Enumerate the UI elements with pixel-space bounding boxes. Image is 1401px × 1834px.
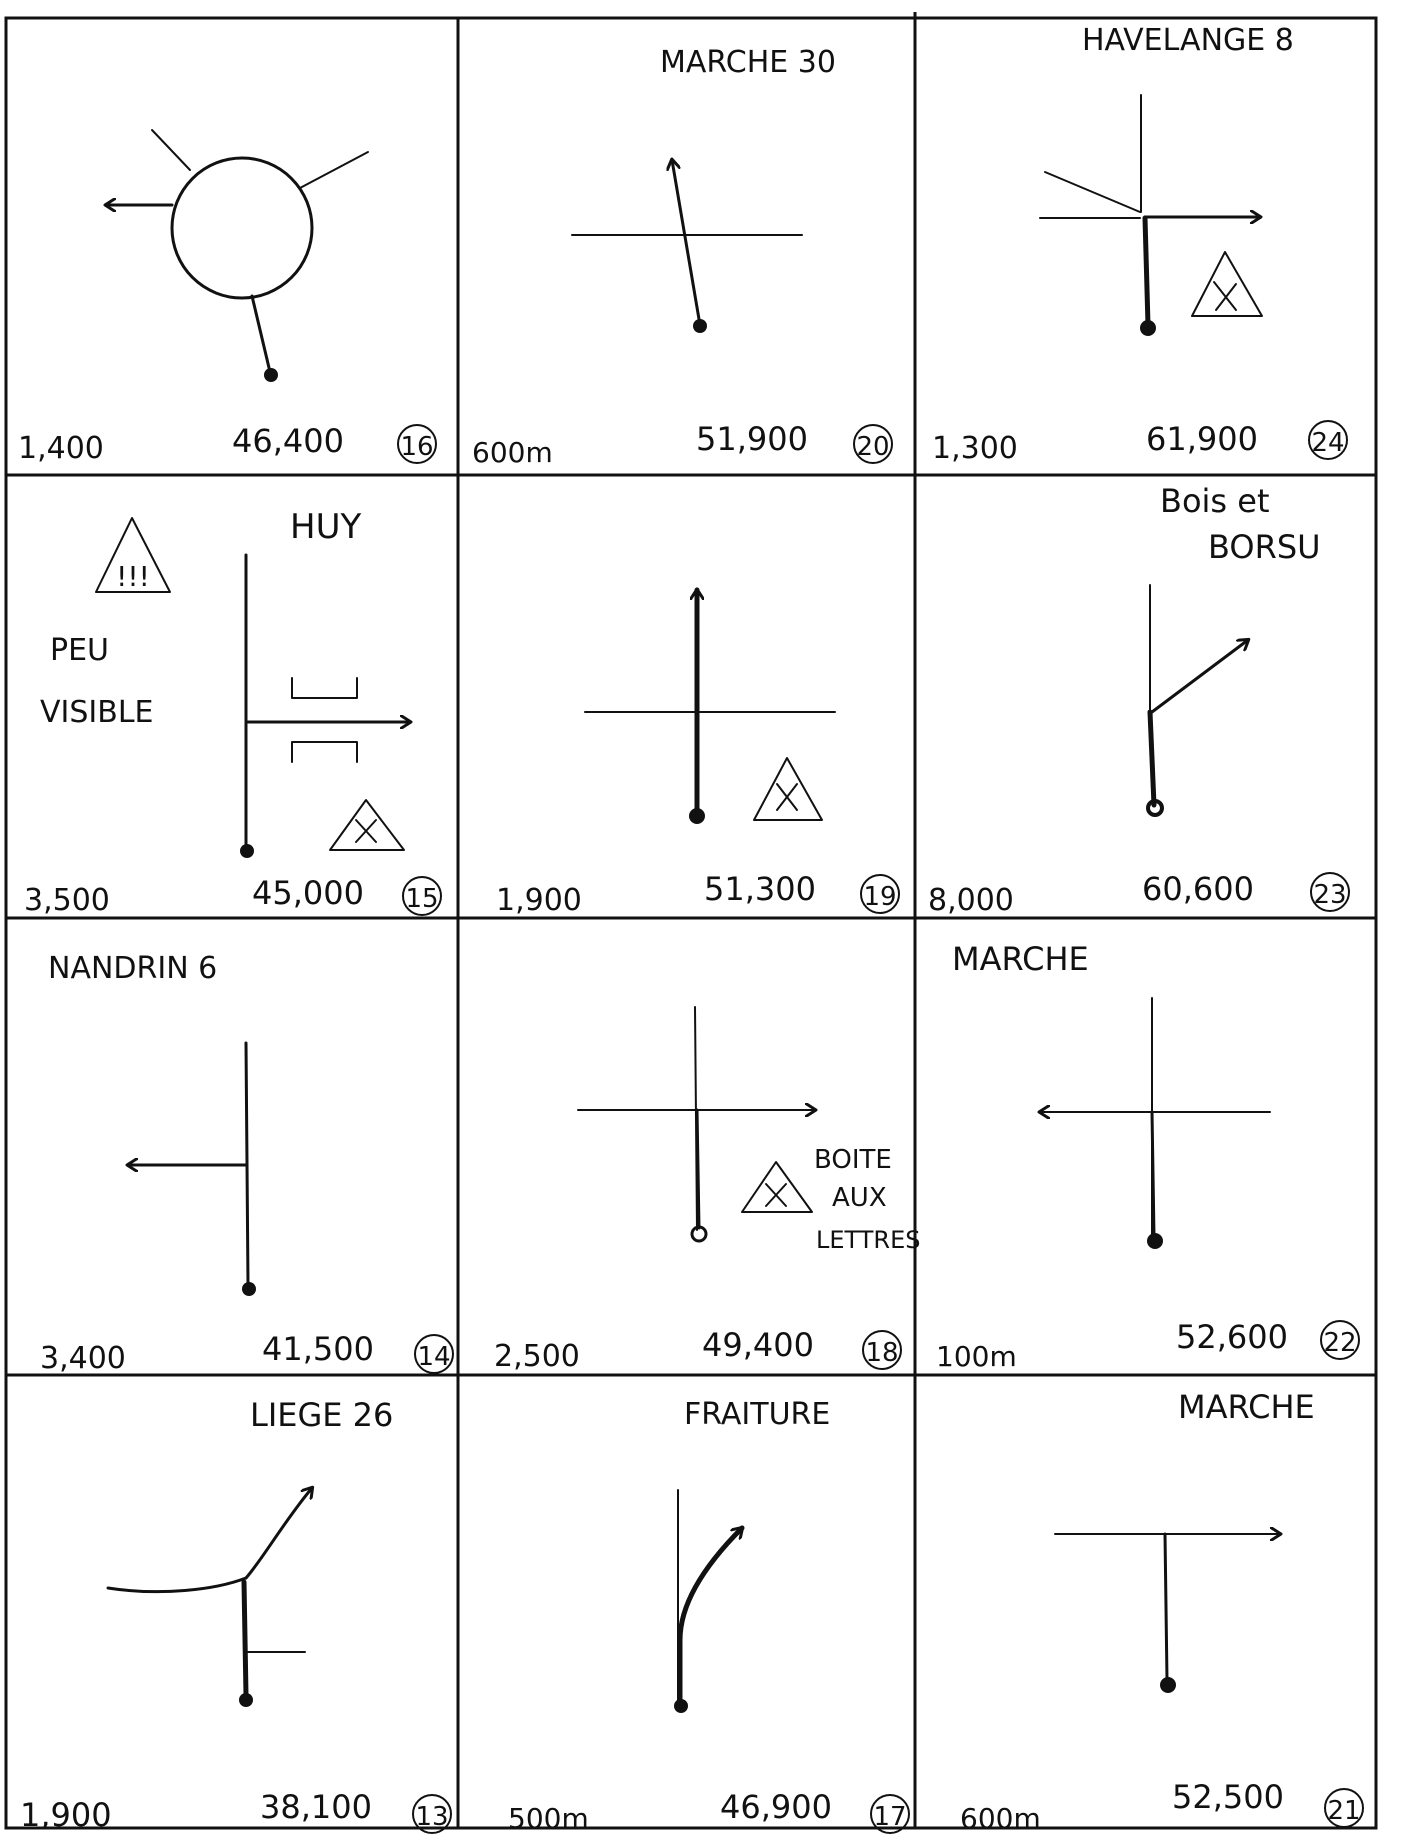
cell-number: 13 [415, 1802, 448, 1832]
cell-kilometer: 38,100 [260, 1788, 372, 1826]
cell-14: NANDRIN 6 3,400 41,500 14 [40, 951, 454, 1376]
cell-note: AUX [832, 1183, 887, 1213]
grid [4, 12, 1378, 1830]
cell-number: 23 [1313, 880, 1346, 910]
cell-distance: 600m [960, 1802, 1041, 1834]
warning-triangle-icon: !!! [95, 517, 171, 593]
cell-17: FRAITURE 500m 46,900 17 [508, 1397, 910, 1834]
cell-number-circle [402, 876, 442, 916]
crossroads-icon [584, 587, 836, 824]
triangle-x-icon [741, 1161, 813, 1213]
cell-19: 1,900 51,300 19 [496, 587, 900, 918]
warning-text: !!! [116, 560, 150, 593]
cell-distance: 1,300 [932, 431, 1018, 466]
cell-21: MARCHE 600m 52,500 21 [960, 1388, 1364, 1834]
cell-number-circle [1310, 872, 1350, 912]
fork-right-icon [1146, 584, 1248, 817]
cell-title: Bois et [1160, 482, 1270, 520]
cell-23: Bois et BORSU 8,000 60,600 23 [928, 482, 1350, 918]
crossroads-icon [1039, 94, 1260, 336]
cell-kilometer: 52,600 [1176, 1318, 1288, 1356]
cell-kilometer: 51,900 [696, 420, 808, 458]
cell-24: HAVELANGE 8 1,300 61,900 24 [932, 23, 1348, 466]
cell-number: 20 [856, 432, 889, 462]
cell-number-circle [397, 424, 437, 464]
cell-20: MARCHE 30 600m 51,900 20 [472, 45, 893, 469]
cell-kilometer: 51,300 [704, 870, 816, 908]
cell-number: 18 [865, 1338, 898, 1368]
cell-22: MARCHE 100m 52,600 22 [936, 940, 1360, 1373]
cell-number-circle [862, 1330, 902, 1370]
cell-title: MARCHE [1178, 1388, 1315, 1426]
cell-number-circle [1308, 420, 1348, 460]
cell-number: 19 [863, 882, 896, 912]
cell-kilometer: 41,500 [262, 1330, 374, 1368]
cell-number: 16 [400, 432, 433, 462]
cell-title: LIEGE 26 [250, 1396, 393, 1434]
cell-note: LETTRES [816, 1226, 921, 1254]
cell-number: 22 [1323, 1328, 1356, 1358]
cell-kilometer: 46,400 [232, 422, 344, 460]
cell-number-circle [412, 1794, 452, 1834]
turn-left-icon [128, 1041, 256, 1296]
bear-right-icon [674, 1489, 745, 1713]
bridge-crossing-icon [240, 553, 410, 858]
cell-kilometer: 52,500 [1172, 1778, 1284, 1816]
cell-number: 21 [1327, 1796, 1360, 1826]
cell-number: 15 [405, 884, 438, 914]
cell-note: BOITE [814, 1145, 892, 1175]
cell-distance: 500m [508, 1802, 589, 1834]
cell-number: 14 [417, 1342, 450, 1372]
turn-right-icon [1054, 1534, 1280, 1693]
cell-16: 1,400 46,400 16 [18, 129, 437, 466]
cell-distance: 600m [472, 436, 553, 469]
cell-13: LIEGE 26 1,900 38,100 13 [20, 1396, 452, 1834]
cell-title: NANDRIN 6 [48, 951, 217, 986]
crossroads-icon [1040, 997, 1271, 1249]
cell-title: BORSU [1208, 528, 1321, 566]
cell-distance: 100m [936, 1340, 1017, 1373]
cell-number-circle [414, 1334, 454, 1374]
cell-number-circle [870, 1794, 910, 1834]
cell-title: MARCHE [952, 940, 1089, 978]
triangle-x-icon [329, 799, 405, 851]
cell-kilometer: 46,900 [720, 1788, 832, 1826]
cell-number-circle [1320, 1320, 1360, 1360]
cell-distance: 1,900 [20, 1796, 112, 1834]
cell-title: HAVELANGE 8 [1082, 23, 1294, 58]
cell-number: 17 [873, 1802, 906, 1832]
bend-right-icon [106, 1488, 312, 1707]
cell-18: BOITE AUX LETTRES 2,500 49,400 18 [494, 1006, 921, 1374]
triangle-x-icon [1191, 251, 1263, 317]
crossroads-icon [571, 160, 803, 333]
cell-kilometer: 61,900 [1146, 420, 1258, 458]
cell-title: MARCHE 30 [660, 45, 836, 80]
cell-kilometer: 45,000 [252, 874, 364, 912]
cell-distance: 1,400 [18, 431, 104, 466]
triangle-x-icon [753, 757, 823, 821]
cell-distance: 8,000 [928, 883, 1014, 918]
cell-number: 24 [1311, 428, 1344, 458]
cell-number-circle [860, 874, 900, 914]
cell-title: FRAITURE [684, 1397, 830, 1432]
cell-kilometer: 60,600 [1142, 870, 1254, 908]
cell-distance: 3,400 [40, 1341, 126, 1376]
cell-15: !!! PEU VISIBLE HUY 3,500 45,000 15 [24, 507, 442, 918]
cell-distance: 1,900 [496, 883, 582, 918]
roundabout-icon [106, 129, 369, 382]
cell-distance: 3,500 [24, 883, 110, 918]
cell-title: HUY [290, 507, 361, 547]
cell-note: PEU [50, 633, 109, 668]
cell-kilometer: 49,400 [702, 1326, 814, 1364]
cell-number-circle [853, 424, 893, 464]
cell-distance: 2,500 [494, 1339, 580, 1374]
cell-note: VISIBLE [40, 695, 154, 730]
cell-number-circle [1324, 1788, 1364, 1828]
crossroads-icon [577, 1006, 815, 1243]
